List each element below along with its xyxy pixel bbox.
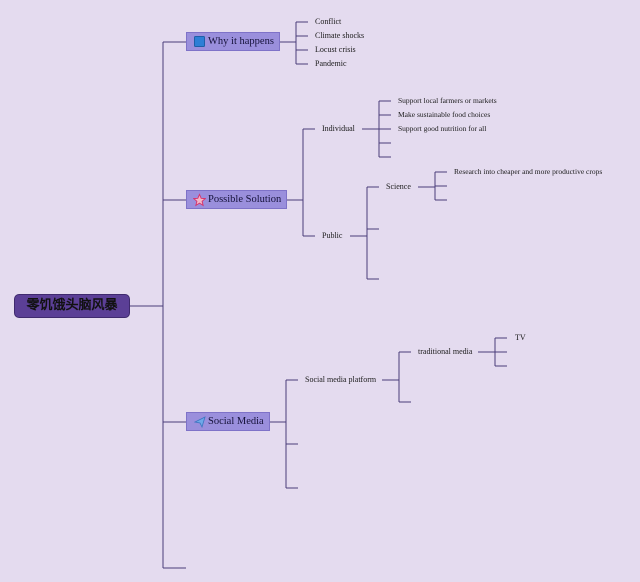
topic-label: Possible Solution	[208, 194, 282, 205]
paper-plane-icon	[193, 415, 206, 428]
why-item-conflict[interactable]: Conflict	[315, 17, 342, 26]
solution-public-node[interactable]: Public	[322, 231, 343, 240]
solution-individual-node[interactable]: Individual	[322, 124, 355, 133]
blue-square-icon	[193, 35, 206, 48]
science-item-research-crops[interactable]: Research into cheaper and more productiv…	[454, 167, 603, 176]
topic-possible-solution[interactable]: Possible Solution	[186, 190, 287, 209]
why-item-climate-shocks[interactable]: Climate shocks	[315, 31, 365, 40]
why-item-locust-crisis[interactable]: Locust crisis	[315, 45, 356, 54]
topic-why-it-happens[interactable]: Why it happens	[186, 32, 280, 51]
public-science-node[interactable]: Science	[386, 182, 411, 191]
why-item-pandemic[interactable]: Pandemic	[315, 59, 347, 68]
topic-label: Why it happens	[208, 36, 274, 47]
platform-traditional-media-node[interactable]: traditional media	[418, 347, 473, 356]
traditional-item-tv[interactable]: TV	[515, 333, 526, 342]
root-node[interactable]: 零饥饿头脑风暴	[14, 294, 130, 318]
star-icon	[193, 192, 206, 206]
topic-label: Social Media	[208, 416, 264, 427]
individual-item-local-farmers[interactable]: Support local farmers or markets	[398, 96, 497, 105]
topic-social-media[interactable]: Social Media	[186, 412, 270, 431]
individual-item-good-nutrition[interactable]: Support good nutrition for all	[398, 124, 487, 133]
individual-item-sustainable-food[interactable]: Make sustainable food choices	[398, 110, 491, 119]
social-platform-node[interactable]: Social media platform	[305, 375, 377, 384]
